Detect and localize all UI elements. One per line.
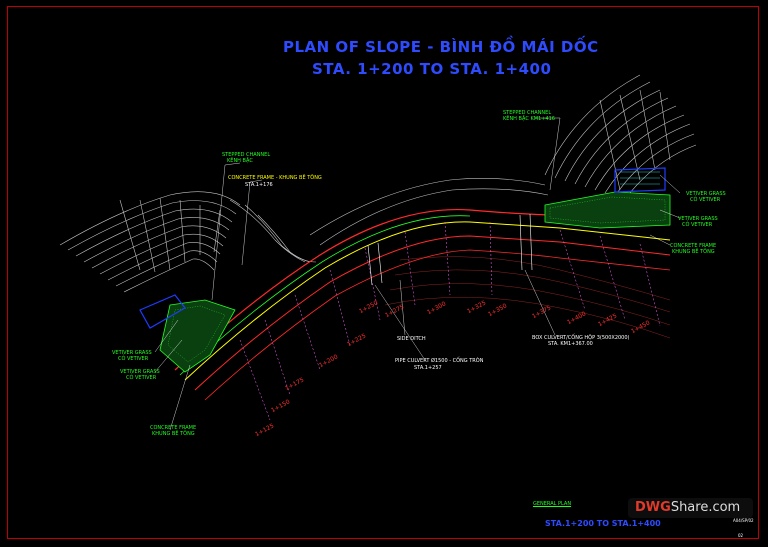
label-box-culvert-sta: STA. KM1+367.00: [548, 341, 593, 347]
general-plan-label: GENERAL PLAN: [533, 501, 572, 507]
label-concrete-frame-bottom-vn: KHUNG BÊ TÔNG: [152, 431, 195, 437]
label-vetiver-grass-left1: VETIVER GRASS: [112, 350, 152, 356]
label-vetiver-grass-1: VETIVER GRASS: [686, 191, 726, 197]
label-box-culvert: BOX CULVERT/CỐNG HỘP 3(500X2000): [532, 335, 630, 341]
label-stepped-channel-right: STEPPED CHANNEL: [503, 110, 552, 116]
existing-ground-lines: [384, 256, 671, 339]
label-vetiver-grass-2-vn: CỎ VETIVER: [682, 222, 713, 228]
drawing-title: PLAN OF SLOPE - BÌNH ĐỒ MÁI DỐC: [283, 38, 599, 56]
station-ticks: [239, 221, 661, 421]
label-concrete-frame-bottom: CONCRETE FRAME: [150, 425, 197, 431]
label-vetiver-grass-left2: VETIVER GRASS: [120, 369, 160, 375]
vetiver-grass-right: [544, 167, 671, 229]
watermark-dwg: DWG: [635, 500, 671, 515]
label-concrete-frame-right: CONCRETE FRAME: [670, 243, 717, 249]
label-vetiver-grass-left1-vn: CỎ VETIVER: [118, 356, 149, 362]
label-vetiver-grass-left2-vn: CỎ VETIVER: [126, 375, 157, 381]
label-concrete-frame-right-vn: KHUNG BÊ TÔNG: [672, 249, 715, 255]
contour-lines-right: [309, 74, 697, 246]
label-pipe-culvert-sta: STA.1+257: [414, 365, 442, 371]
sheet-station-range: STA.1+200 TO STA.1+400: [545, 519, 661, 528]
label-pipe-culvert: PIPE CULVERT Ø1500 - CỐNG TRÒN: [395, 358, 484, 364]
label-stepped-channel-left-vn: KÊNH BẬC: [227, 158, 253, 164]
label-vetiver-grass-1-vn: CỎ VETIVER: [690, 197, 721, 203]
label-vetiver-grass-2: VETIVER GRASS: [678, 216, 718, 222]
label-side-ditch: SIDE DITCH: [397, 336, 426, 342]
watermark-share: Share.com: [670, 500, 741, 515]
label-stepped-channel-left: STEPPED CHANNEL: [222, 152, 271, 158]
label-concrete-frame-top: CONCRETE FRAME - KHUNG BÊ TÔNG: [228, 175, 322, 181]
vetiver-grass-left: [139, 294, 236, 373]
label-concrete-frame-top-sta: STA.1+176: [245, 182, 273, 188]
culverts: [367, 213, 533, 286]
drawing-subtitle: STA. 1+200 TO STA. 1+400: [312, 60, 552, 78]
label-stepped-channel-right-vn: KÊNH BẬC KM1+416: [503, 116, 555, 122]
leader-lines: [154, 117, 681, 431]
road-alignment: [174, 208, 671, 401]
page-number: 02: [738, 533, 744, 538]
watermark: DWGShare.com: [628, 498, 753, 518]
contour-lines-left: [59, 191, 317, 293]
drawing-code: A04/SP/02: [733, 518, 754, 523]
drawing-frame: [7, 6, 759, 539]
